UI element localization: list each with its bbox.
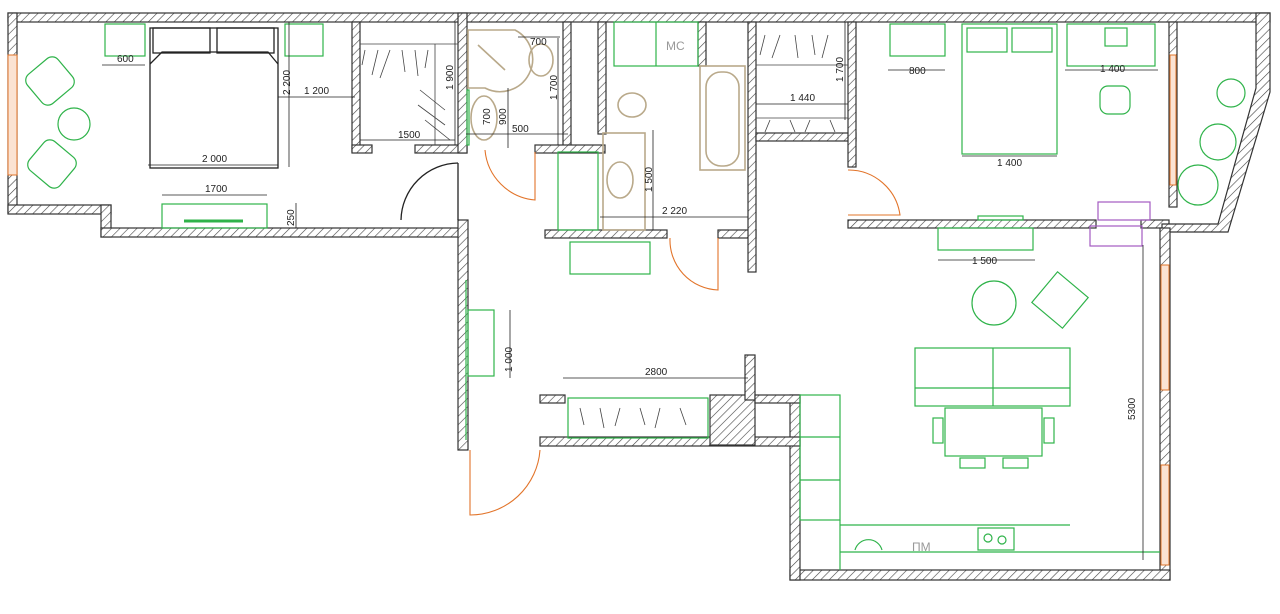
dim-bed-width-left: 2 000: [202, 154, 227, 165]
dimensions: 600 2 200 1 200 2 000 1700 250 1500 1 90…: [102, 22, 1158, 560]
dim-bed-width-right: 1 400: [997, 158, 1022, 169]
walls: [7, 12, 1271, 581]
bathroom-2: МС: [557, 21, 746, 275]
dim-wc1-width: 700: [530, 37, 547, 48]
hall: [465, 280, 709, 440]
dim-bath1-depth: 1 700: [549, 75, 560, 100]
windows: [7, 54, 1177, 566]
dim-closet2-width: 1 440: [790, 93, 815, 104]
washing-machine-label: МС: [666, 39, 685, 53]
dim-nightstand-right: 800: [909, 66, 926, 77]
dim-bed-to-closet: 1 200: [304, 86, 329, 97]
dim-sink1-width: 700: [482, 108, 493, 125]
dim-hall-mirror: 1 000: [504, 347, 515, 372]
closet-2: [756, 34, 848, 133]
dim-dresser-depth: 250: [286, 209, 297, 226]
radiator: [1097, 201, 1151, 221]
dim-tv-unit: 1 500: [972, 256, 997, 267]
dim-bed-length-left: 2 200: [282, 70, 293, 95]
doors[interactable]: [400, 149, 901, 516]
closet-1: [360, 43, 458, 145]
dishwasher-label: ПМ: [912, 540, 931, 554]
dim-closet1-depth: 1 900: [445, 65, 456, 90]
bedroom-right: [889, 23, 1246, 221]
dim-closet1-width: 1500: [398, 130, 421, 141]
dim-bath1-width: 500: [512, 124, 529, 135]
dim-hall-wardrobe: 2800: [645, 367, 668, 378]
bedroom-left: [25, 23, 324, 229]
dim-vanity-length: 1 500: [644, 167, 655, 192]
radiator: [1089, 225, 1143, 247]
dim-living-length: 5300: [1127, 397, 1138, 420]
living-room: ПМ: [799, 227, 1160, 570]
dim-sink1-depth: 900: [498, 108, 509, 125]
dim-nightstand-left: 600: [117, 54, 134, 65]
dim-bath2-width: 2 220: [662, 206, 687, 217]
dim-closet2-depth: 1 700: [835, 57, 846, 82]
dim-dresser-left: 1700: [205, 184, 228, 195]
dim-desk-width: 1 400: [1100, 64, 1125, 75]
